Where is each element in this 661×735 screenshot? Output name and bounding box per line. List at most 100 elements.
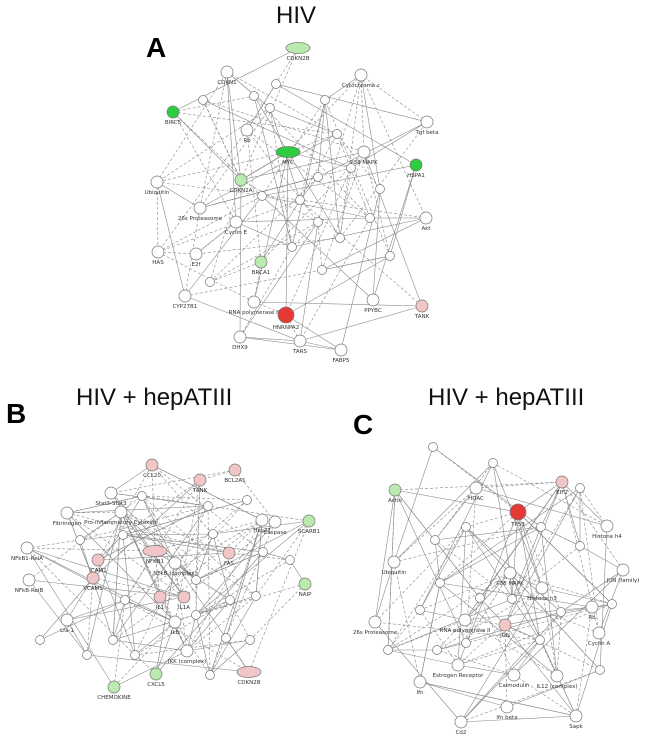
network-node: VCAM1 <box>83 571 103 592</box>
edge <box>66 599 126 621</box>
edge <box>561 481 624 571</box>
edge <box>287 74 362 153</box>
edge <box>439 487 581 584</box>
edge <box>291 99 326 248</box>
network-node <box>225 595 235 605</box>
node-label: VCAM1 <box>83 586 103 592</box>
edge <box>436 572 511 651</box>
node-label: Cytochrome c <box>342 83 380 89</box>
node-label: Fibrinogen <box>53 521 82 527</box>
network-node: NFkB (complex) <box>153 556 197 577</box>
edge <box>393 561 421 683</box>
network-node: PPYBC <box>364 293 382 314</box>
edge <box>387 526 467 651</box>
node-label: Pro-inflammatory Cytokine <box>84 520 158 526</box>
edge <box>195 583 306 616</box>
edge <box>229 599 251 641</box>
edge <box>285 314 342 351</box>
network-node: Cytochrome c <box>342 68 380 89</box>
edge <box>186 599 231 652</box>
edge <box>66 495 143 514</box>
network-node: TANK <box>192 473 208 494</box>
node-shape <box>168 615 182 629</box>
edge <box>339 121 428 239</box>
edge <box>457 664 515 676</box>
node-shape <box>357 145 371 159</box>
node-shape <box>420 115 434 129</box>
network-node <box>287 242 297 252</box>
edge <box>336 133 381 190</box>
network-node: RNA polymerase II <box>440 613 491 634</box>
node-label: TANK <box>192 488 208 494</box>
node-shape <box>334 343 348 357</box>
edge <box>141 495 185 598</box>
node-label: PPYBC <box>364 308 382 314</box>
edge <box>209 595 257 676</box>
node-shape <box>616 563 630 577</box>
edge <box>156 71 228 183</box>
node-label: HNRNPA2 <box>273 325 299 331</box>
node-label: JUN <box>499 633 510 639</box>
network-node <box>208 529 218 539</box>
network-node <box>488 458 498 468</box>
network-node <box>432 645 442 655</box>
edge <box>324 99 341 239</box>
node-shape <box>550 669 564 683</box>
panel-a-letter: A <box>146 32 167 63</box>
network-node <box>205 277 215 287</box>
network-node: Fibrinogen <box>53 506 82 527</box>
network-node: Tgf beta <box>415 115 438 136</box>
edge <box>291 217 427 248</box>
edge <box>120 511 257 597</box>
edge <box>360 74 427 219</box>
node-label: SCARB1 <box>298 529 320 535</box>
node-label: CXCL5 <box>147 682 165 688</box>
network-node <box>118 530 128 540</box>
edge <box>419 462 494 611</box>
network-node: CDKN2A <box>229 173 253 194</box>
edge <box>172 111 338 135</box>
network-node: Rb <box>240 123 254 144</box>
network-node: RNA polymerase II <box>229 295 280 316</box>
node-label: IL1A <box>178 605 190 611</box>
edge <box>253 261 262 303</box>
edge <box>155 562 176 675</box>
edge <box>460 639 541 723</box>
edge <box>66 505 209 514</box>
edge <box>134 505 209 656</box>
edge <box>299 133 338 201</box>
edge <box>509 572 613 605</box>
edge <box>235 221 293 248</box>
node-label: BRCA1 <box>252 270 270 276</box>
network-node <box>507 594 517 604</box>
edge <box>475 481 563 489</box>
edge <box>317 121 428 178</box>
edge <box>199 133 338 209</box>
node-shape <box>454 715 468 729</box>
node-shape <box>293 334 307 348</box>
node-shape <box>354 68 368 82</box>
node-shape <box>107 680 121 694</box>
node-label: RNA polymerase II <box>229 310 280 316</box>
edge <box>79 534 124 541</box>
node-shape <box>104 486 118 500</box>
network-node <box>257 191 267 201</box>
edge <box>374 489 396 623</box>
edge <box>151 464 263 521</box>
edge <box>275 83 417 166</box>
edge <box>419 681 577 717</box>
edge <box>374 621 541 641</box>
edge <box>110 469 236 494</box>
network-node <box>383 645 393 655</box>
edge <box>419 681 508 708</box>
edge <box>66 512 185 598</box>
edge <box>324 74 362 101</box>
node-label: 26s Proteasome <box>178 216 223 222</box>
network-node <box>221 633 231 643</box>
node-label: NFkB1-RelA <box>11 556 43 562</box>
edge <box>26 547 136 656</box>
edge <box>261 195 374 301</box>
edge <box>120 511 230 554</box>
